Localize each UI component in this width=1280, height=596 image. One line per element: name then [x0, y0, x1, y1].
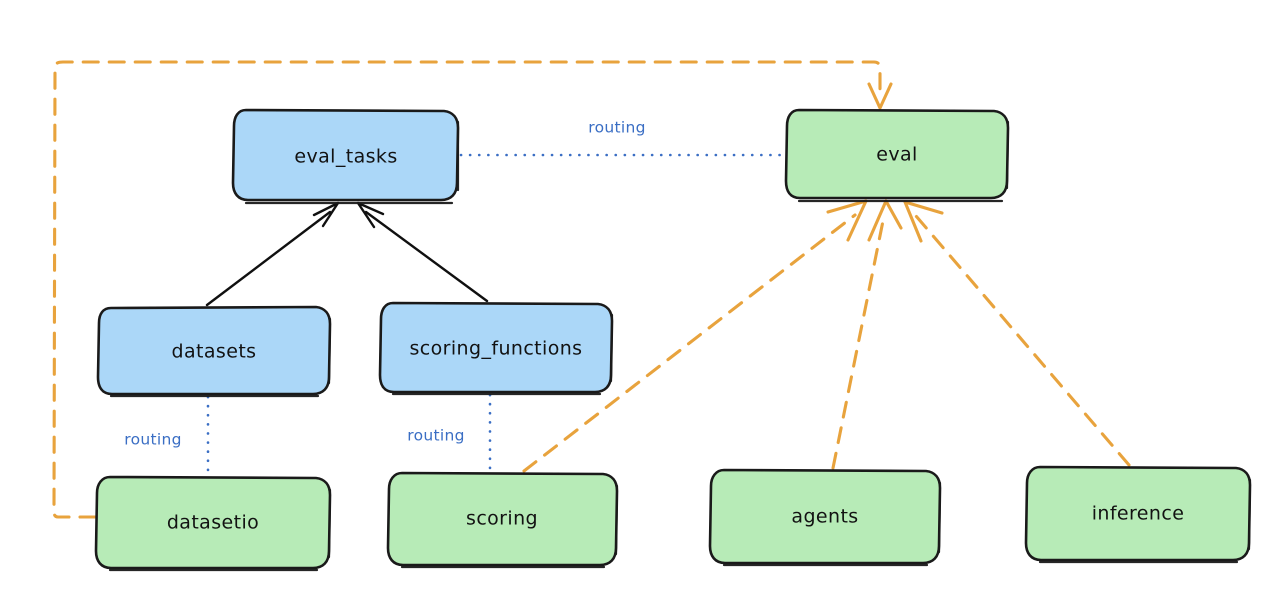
node-label-datasets: datasets [172, 341, 257, 363]
node-label-inference: inference [1092, 503, 1185, 525]
node-label-scoring: scoring [466, 508, 538, 530]
node-scoring-functions[interactable]: scoring_functions [378, 301, 614, 396]
node-label-datasetio: datasetio [167, 512, 259, 534]
edge-scoring_functions-eval_tasks [356, 201, 489, 303]
node-label-eval-tasks: eval_tasks [294, 146, 397, 168]
node-scoring[interactable]: scoring [386, 471, 619, 569]
edge-label-routing-datasets: routing [124, 431, 182, 449]
node-datasets[interactable]: datasets [96, 305, 332, 398]
node-label-agents: agents [791, 506, 858, 528]
node-datasetio[interactable]: datasetio [94, 475, 332, 572]
node-agents[interactable]: agents [708, 468, 942, 567]
node-label-scoring-functions: scoring_functions [410, 338, 583, 360]
edge-datasetio-eval [52, 60, 893, 519]
edge-inference-eval [903, 200, 1131, 467]
node-inference[interactable]: inference [1024, 465, 1252, 564]
node-label-eval: eval [876, 144, 917, 166]
edge-label-routing-eval-tasks: routing [588, 119, 646, 137]
edge-label-routing-scoring-functions: routing [407, 427, 465, 445]
edge-datasets-eval_tasks [205, 201, 340, 307]
node-eval-tasks[interactable]: eval_tasks [231, 108, 460, 205]
edge-agents-eval [831, 199, 903, 470]
node-eval[interactable]: eval [784, 108, 1010, 203]
